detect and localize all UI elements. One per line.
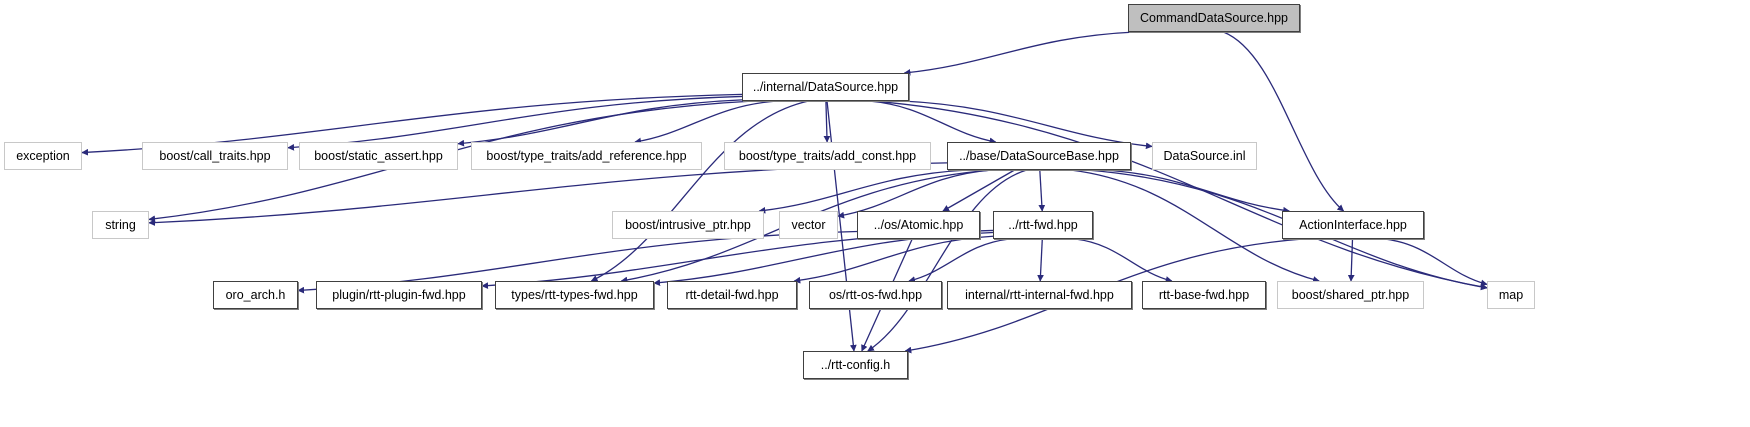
graph-node-label: ../base/DataSourceBase.hpp (959, 148, 1119, 163)
graph-node-label: boost/static_assert.hpp (314, 148, 443, 163)
graph-edge-datasourcebase-to-boost_intrusive_ptr (758, 169, 968, 214)
graph-edge-internal_datasource-to-datasourcebase (868, 100, 997, 145)
graph-node-label: plugin/rtt-plugin-fwd.hpp (332, 287, 466, 302)
graph-edge-internal_datasource-to-boost_call_traits (287, 95, 743, 151)
graph-node-rtt_fwd[interactable]: ../rtt-fwd.hpp (993, 211, 1093, 239)
graph-node-oro_arch[interactable]: oro_arch.h (213, 281, 298, 309)
graph-node-datasourcebase[interactable]: ../base/DataSourceBase.hpp (947, 142, 1131, 170)
graph-node-label: DataSource.inl (1163, 148, 1246, 163)
graph-edge-internal_datasource-to-datasource_inl (902, 100, 1153, 150)
graph-node-boost_add_reference[interactable]: boost/type_traits/add_reference.hpp (471, 142, 702, 170)
graph-node-os_atomic[interactable]: ../os/Atomic.hpp (857, 211, 980, 239)
graph-node-label: ../rtt-config.h (820, 357, 891, 372)
graph-node-label: ActionInterface.hpp (1299, 217, 1407, 232)
graph-edge-rtt_fwd-to-rtt_detail_fwd (793, 235, 994, 284)
graph-node-label: map (1498, 287, 1524, 302)
graph-edge-datasourcebase-to-action_interface (1102, 169, 1290, 214)
graph-edge-command_datasource-to-action_interface (1223, 31, 1345, 212)
graph-edge-action_interface-to-map (1384, 238, 1488, 287)
graph-node-label: boost/call_traits.hpp (159, 148, 271, 163)
graph-node-rtt_plugin_fwd[interactable]: plugin/rtt-plugin-fwd.hpp (316, 281, 482, 309)
graph-node-label: types/rtt-types-fwd.hpp (511, 287, 638, 302)
graph-node-map[interactable]: map (1487, 281, 1535, 309)
graph-node-label: oro_arch.h (225, 287, 286, 302)
graph-node-vector[interactable]: vector (779, 211, 838, 239)
graph-node-label: boost/type_traits/add_const.hpp (738, 148, 917, 163)
graph-node-label: rtt-base-fwd.hpp (1158, 287, 1250, 302)
graph-node-boost_shared_ptr[interactable]: boost/shared_ptr.hpp (1277, 281, 1424, 309)
graph-node-rtt_types_fwd[interactable]: types/rtt-types-fwd.hpp (495, 281, 654, 309)
graph-node-boost_static_assert[interactable]: boost/static_assert.hpp (299, 142, 458, 170)
graph-edge-rtt_fwd-to-rtt_internal_fwd (1037, 238, 1044, 282)
graph-node-label: ../rtt-fwd.hpp (1008, 217, 1078, 232)
graph-node-boost_add_const[interactable]: boost/type_traits/add_const.hpp (724, 142, 931, 170)
graph-edge-datasourcebase-to-vector (837, 169, 993, 219)
graph-node-label: rtt-detail-fwd.hpp (685, 287, 779, 302)
graph-edge-datasourcebase-to-os_atomic (942, 169, 1015, 212)
graph-node-internal_datasource[interactable]: ../internal/DataSource.hpp (742, 73, 909, 101)
graph-node-command_datasource[interactable]: CommandDataSource.hpp (1128, 4, 1300, 32)
graph-node-label: ../internal/DataSource.hpp (752, 79, 899, 94)
graph-node-rtt_os_fwd[interactable]: os/rtt-os-fwd.hpp (809, 281, 942, 309)
graph-edge-rtt_fwd-to-rtt_base_fwd (1075, 238, 1173, 283)
graph-node-exception[interactable]: exception (4, 142, 82, 170)
graph-edge-rtt_fwd-to-rtt_os_fwd (908, 238, 1010, 283)
graph-edge-action_interface-to-boost_shared_ptr (1347, 238, 1355, 282)
graph-node-label: string (105, 217, 136, 232)
graph-node-label: vector (791, 217, 826, 232)
graph-node-label: boost/type_traits/add_reference.hpp (486, 148, 687, 163)
graph-edge-command_datasource-to-internal_datasource (903, 31, 1136, 76)
graph-node-label: os/rtt-os-fwd.hpp (828, 287, 923, 302)
graph-edge-datasourcebase-to-boost_shared_ptr (1070, 169, 1320, 283)
graph-edge-datasourcebase-to-rtt_fwd (1038, 169, 1046, 212)
graph-node-rtt_internal_fwd[interactable]: internal/rtt-internal-fwd.hpp (947, 281, 1132, 309)
graph-node-rtt_detail_fwd[interactable]: rtt-detail-fwd.hpp (667, 281, 797, 309)
graph-node-datasource_inl[interactable]: DataSource.inl (1152, 142, 1257, 170)
graph-node-string[interactable]: string (92, 211, 149, 239)
graph-node-label: CommandDataSource.hpp (1140, 10, 1288, 25)
graph-node-boost_call_traits[interactable]: boost/call_traits.hpp (142, 142, 288, 170)
graph-node-rtt_config[interactable]: ../rtt-config.h (803, 351, 908, 379)
graph-edge-internal_datasource-to-map (871, 100, 1488, 290)
graph-edge-internal_datasource-to-boost_add_const (823, 100, 831, 143)
graph-edge-internal_datasource-to-rtt_types_fwd (590, 100, 809, 282)
graph-node-label: boost/intrusive_ptr.hpp (625, 217, 751, 232)
graph-node-label: ../os/Atomic.hpp (873, 217, 964, 232)
graph-node-action_interface[interactable]: ActionInterface.hpp (1282, 211, 1424, 239)
graph-node-label: boost/shared_ptr.hpp (1291, 287, 1410, 302)
graph-edge-datasourcebase-to-rtt_config (867, 169, 1027, 352)
graph-node-boost_intrusive_ptr[interactable]: boost/intrusive_ptr.hpp (612, 211, 764, 239)
graph-edge-internal_datasource-to-boost_add_reference (634, 100, 778, 145)
graph-node-rtt_base_fwd[interactable]: rtt-base-fwd.hpp (1142, 281, 1266, 309)
graph-node-label: internal/rtt-internal-fwd.hpp (965, 287, 1114, 302)
graph-node-label: exception (16, 148, 70, 163)
